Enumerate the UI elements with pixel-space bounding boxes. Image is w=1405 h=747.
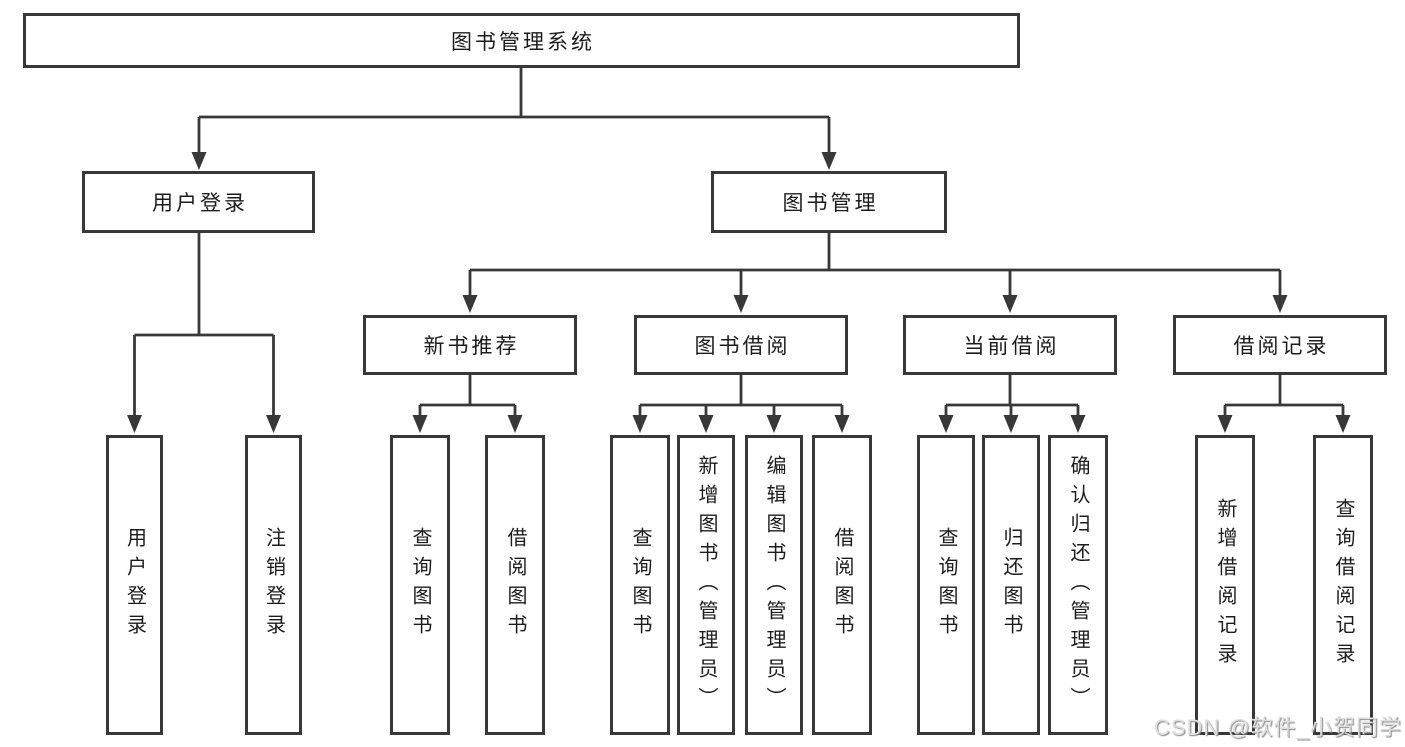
leaf-label: 查询借阅记录 bbox=[1332, 498, 1354, 672]
node-label: 当前借阅 bbox=[963, 335, 1060, 358]
leaf-label: 借阅图书 bbox=[831, 527, 853, 643]
node-label: 用户登录 bbox=[152, 192, 248, 215]
leaf-label: 归还图书 bbox=[1000, 527, 1022, 643]
node-label: 借阅记录 bbox=[1233, 335, 1330, 358]
node-book-borrowing: 图书借阅 bbox=[634, 315, 848, 375]
leaf-label: 编辑图书（管理员） bbox=[763, 454, 785, 716]
arrowheads bbox=[127, 152, 1351, 433]
leaf-query-books-2: 查询图书 bbox=[610, 435, 670, 735]
node-current-borrowing: 当前借阅 bbox=[903, 315, 1117, 375]
leaf-label: 用户登录 bbox=[123, 527, 146, 643]
node-label: 图书借阅 bbox=[694, 335, 791, 358]
node-label: 图书管理系统 bbox=[451, 30, 595, 54]
node-user-login: 用户登录 bbox=[82, 171, 315, 233]
leaf-label: 新增借阅记录 bbox=[1214, 498, 1236, 672]
leaf-label: 查询图书 bbox=[935, 527, 957, 643]
leaf-label: 确认归还（管理员） bbox=[1067, 454, 1089, 716]
leaf-label: 借阅图书 bbox=[504, 527, 526, 643]
leaf-query-books-1: 查询图书 bbox=[390, 435, 450, 735]
leaf-label: 查询图书 bbox=[409, 527, 431, 643]
leaf-edit-books-admin: 编辑图书（管理员） bbox=[745, 435, 803, 735]
leaf-borrow-books-2: 借阅图书 bbox=[812, 435, 872, 735]
leaf-label: 新增图书（管理员） bbox=[695, 454, 717, 716]
leaf-logout: 注销登录 bbox=[245, 435, 302, 735]
leaf-user-login: 用户登录 bbox=[106, 435, 163, 735]
node-system-root: 图书管理系统 bbox=[23, 13, 1020, 68]
leaf-query-books-3: 查询图书 bbox=[917, 435, 975, 735]
leaf-query-borrow-record: 查询借阅记录 bbox=[1313, 435, 1373, 735]
leaf-confirm-return-admin: 确认归还（管理员） bbox=[1048, 435, 1108, 735]
leaf-label: 注销登录 bbox=[262, 527, 285, 643]
node-label: 新书推荐 bbox=[423, 335, 520, 358]
node-book-management: 图书管理 bbox=[711, 171, 947, 233]
leaf-label: 查询图书 bbox=[629, 527, 651, 643]
node-new-book-recommend: 新书推荐 bbox=[363, 315, 577, 375]
leaf-return-books: 归还图书 bbox=[982, 435, 1040, 735]
leaf-add-borrow-record: 新增借阅记录 bbox=[1195, 435, 1255, 735]
leaf-add-books-admin: 新增图书（管理员） bbox=[677, 435, 735, 735]
csdn-watermark: CSDN @软件_小贺同学 bbox=[1153, 715, 1402, 740]
node-label: 图书管理 bbox=[782, 192, 879, 215]
leaf-borrow-books-1: 借阅图书 bbox=[485, 435, 545, 735]
node-borrowing-records: 借阅记录 bbox=[1173, 315, 1387, 375]
